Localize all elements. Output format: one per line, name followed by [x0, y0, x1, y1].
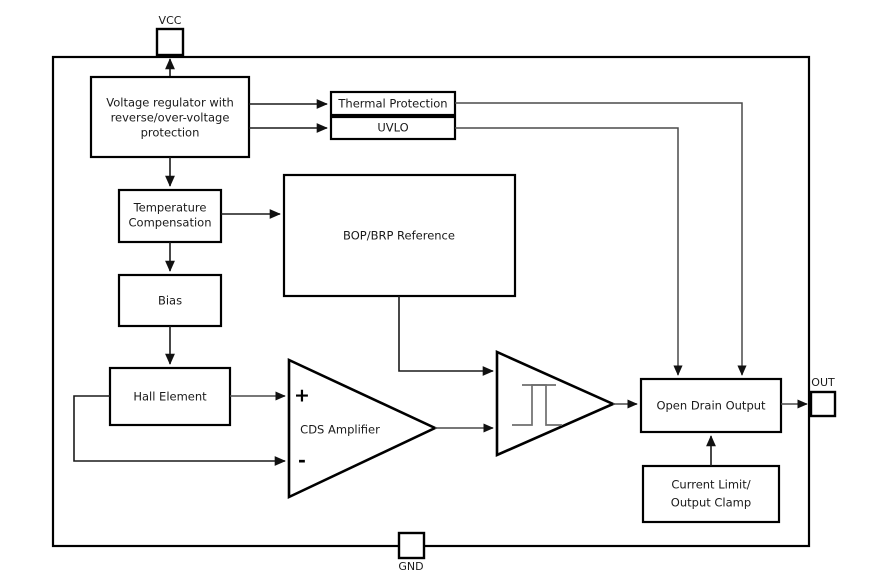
voltage-regulator-label-line2: reverse/over-voltage	[111, 111, 230, 125]
block-voltage-regulator[interactable]	[89, 75, 251, 159]
cds-amplifier-plus-input-sign: +	[294, 385, 310, 407]
gnd-pin-label: GND	[398, 560, 423, 573]
wire-hall-to-amp-minus	[73, 395, 286, 466]
hall-element-label: Hall Element	[133, 390, 207, 404]
cds-amplifier-label: CDS Amplifier	[300, 423, 380, 437]
block-open-drain-output[interactable]	[639, 377, 783, 434]
current-limit-label-line2: Output Clamp	[671, 496, 751, 510]
wire-bopbrp-to-comparator	[398, 296, 494, 376]
block-hall-element[interactable]	[108, 366, 232, 427]
block-current-limit-output-clamp[interactable]	[641, 464, 781, 524]
vcc-pin-label: VCC	[159, 14, 182, 27]
gnd-pad[interactable]	[397, 531, 426, 560]
ic-boundary	[51, 55, 811, 548]
temperature-compensation-label-line1: Temperature	[133, 201, 207, 215]
open-drain-output-label: Open Drain Output	[656, 399, 766, 413]
temperature-compensation-label-line2: Compensation	[129, 216, 212, 230]
thermal-protection-label: Thermal Protection	[337, 97, 447, 111]
block-bop-brp-reference[interactable]	[282, 173, 517, 298]
current-limit-label-line1: Current Limit/	[671, 478, 750, 492]
out-pad[interactable]	[809, 390, 837, 418]
wire-uvlo-to-opendrain	[455, 127, 683, 376]
block-temperature-compensation[interactable]	[117, 188, 223, 244]
bias-label: Bias	[158, 294, 182, 308]
vcc-pad[interactable]	[155, 27, 185, 57]
out-pin-label: OUT	[811, 376, 835, 389]
voltage-regulator-label-line1: Voltage regulator with	[106, 96, 234, 110]
voltage-regulator-label-line3: protection	[141, 126, 200, 140]
block-cds-amplifier[interactable]	[287, 357, 439, 500]
hysteresis-icon-second-edge	[522, 384, 562, 426]
wire-thermal-to-opendrain	[455, 102, 747, 376]
cds-amplifier-minus-input-sign: -	[298, 450, 306, 472]
block-schmitt-comparator[interactable]	[495, 349, 617, 457]
bop-brp-reference-label: BOP/BRP Reference	[343, 229, 455, 243]
uvlo-label: UVLO	[377, 121, 408, 135]
